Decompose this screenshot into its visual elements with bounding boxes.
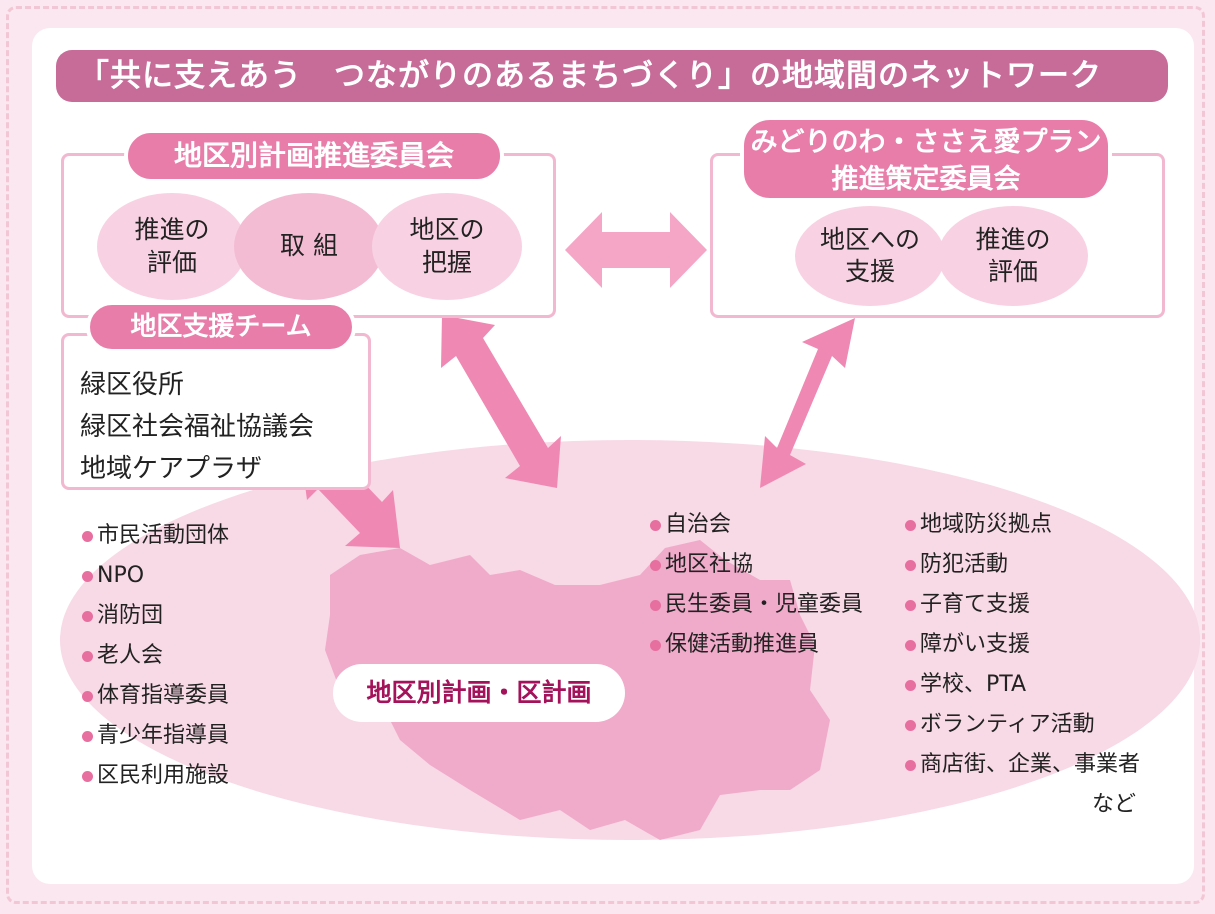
list-item-label: 保健活動推進員 [665,632,820,657]
list-item: 子育て支援 [905,585,1140,625]
bullet-dot [905,639,916,651]
circle-evaluation-2: 推進の 評価 [938,206,1088,306]
list-item: ボランティア活動 [905,705,1140,745]
list-suffix-label: など [1092,792,1137,817]
support-team-members: 緑区役所 緑区社会福祉協議会 地域ケアプラザ [80,364,314,490]
list-item: NPO [82,556,229,596]
list-item: 障がい支援 [905,625,1140,665]
circle-evaluation-2-label: 推進の 評価 [975,224,1051,287]
bullet-dot [82,530,93,542]
member-care-plaza: 地域ケアプラザ [80,454,263,484]
list-item-label: 市民活動団体 [97,523,230,548]
bullet-dot [905,519,916,531]
center-plan-label: 地区別計画・区計画 [333,664,625,722]
list-item: 地区社協 [650,545,863,585]
bullet-dot [82,650,93,662]
middle-organization-list: 自治会 地区社協 民生委員・児童委員 保健活動推進員 [650,505,863,665]
outer-dashed-border [6,6,1205,904]
list-item-label: 体育指導委員 [97,683,230,708]
list-item: 区民利用施設 [82,756,229,796]
bullet-dot [905,559,916,571]
bullet-dot [905,759,916,771]
list-item-label: 民生委員・児童委員 [665,592,864,617]
left-organization-list: 市民活動団体 NPO 消防団 老人会 体育指導委員 青少年指導員 区民利用施設 [82,516,229,796]
list-item: 老人会 [82,636,229,676]
list-item: 消防団 [82,596,229,636]
member-social-welfare-council: 緑区社会福祉協議会 [80,412,315,442]
bullet-dot [650,559,661,571]
plan-committee-label-line1: みどりのわ・ささえ愛プラン [750,127,1102,158]
list-item-label: 商店街、企業、事業者 [920,752,1141,777]
list-suffix: など [905,785,1140,825]
list-item: 青少年指導員 [82,716,229,756]
list-item-label: 地域防災拠点 [920,512,1053,537]
list-item-label: NPO [97,563,145,588]
list-item-label: 自治会 [665,512,732,537]
list-item: 体育指導委員 [82,676,229,716]
page-title: 「共に支えあう つながりのあるまちづくり」の地域間のネットワーク [56,50,1168,102]
bullet-dot [905,719,916,731]
member-ward-office: 緑区役所 [80,370,185,400]
bullet-dot [82,610,93,622]
support-team-label: 地区支援チーム [86,301,356,353]
bullet-dot [82,770,93,782]
list-item: 学校、PTA [905,665,1140,705]
district-committee-label: 地区別計画推進委員会 [124,129,504,183]
bullet-dot [650,519,661,531]
list-item: 地域防災拠点 [905,505,1140,545]
list-item-label: 青少年指導員 [97,723,230,748]
circle-understanding: 地区の 把握 [372,193,522,300]
list-item-label: ボランティア活動 [920,712,1095,737]
bullet-dot [905,679,916,691]
circle-activities-label: 取 組 [280,231,338,261]
circle-support-label: 地区への 支援 [819,224,920,287]
bullet-dot [82,570,93,582]
support-team-box: 緑区役所 緑区社会福祉協議会 地域ケアプラザ [61,333,371,490]
list-item-label: 障がい支援 [920,632,1031,657]
circle-support: 地区への 支援 [795,206,945,306]
bullet-dot [650,639,661,651]
list-item-label: 学校、PTA [920,672,1027,697]
list-item-label: 消防団 [97,603,164,628]
plan-committee-label: みどりのわ・ささえ愛プラン 推進策定委員会 [740,116,1112,202]
bullet-dot [82,690,93,702]
list-item-label: 区民利用施設 [97,763,230,788]
circle-evaluation: 推進の 評価 [97,193,247,300]
list-item: 民生委員・児童委員 [650,585,863,625]
bullet-dot [905,599,916,611]
plan-committee-label-line2: 推進策定委員会 [831,164,1021,195]
list-item: 自治会 [650,505,863,545]
bullet-dot [650,599,661,611]
list-item-label: 地区社協 [665,552,754,577]
list-item: 市民活動団体 [82,516,229,556]
list-item: 保健活動推進員 [650,625,863,665]
circle-activities: 取 組 [234,193,384,300]
list-item: 商店街、企業、事業者 [905,745,1140,785]
right-organization-list: 地域防災拠点 防犯活動 子育て支援 障がい支援 学校、PTA ボランティア活動 … [905,505,1140,825]
list-item-label: 子育て支援 [920,592,1031,617]
list-item-label: 防犯活動 [920,552,1009,577]
right-diagonal-arrow [760,318,855,488]
left-diagonal-arrow [441,315,561,488]
list-item-label: 老人会 [97,643,164,668]
circle-understanding-label: 地区の 把握 [409,215,485,277]
list-item: 防犯活動 [905,545,1140,585]
horizontal-double-arrow [565,212,707,288]
circle-evaluation-label: 推進の 評価 [134,215,210,277]
bullet-dot [82,730,93,742]
